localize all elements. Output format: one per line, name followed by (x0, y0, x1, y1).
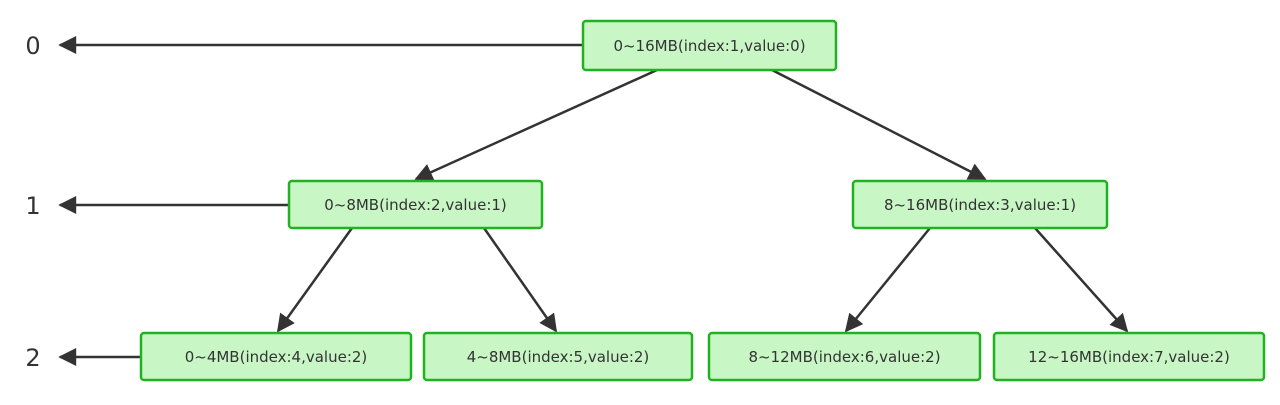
node-label: 8~12MB(index:6,value:2) (748, 348, 940, 366)
tree-node-5: 4~8MB(index:5,value:2) (422, 331, 694, 382)
edge-1-to-3 (771, 68, 987, 181)
node-label: 8~16MB(index:3,value:1) (884, 196, 1076, 214)
level-2-label: 2 (25, 344, 40, 372)
tree-node-7: 12~16MB(index:7,value:2) (992, 331, 1266, 382)
edge-2-to-5 (482, 227, 558, 333)
level-1-label: 1 (25, 192, 40, 220)
tree-node-1: 0~16MB(index:1,value:0) (581, 19, 838, 72)
edge-3-to-6 (844, 227, 931, 333)
level-0-label: 0 (25, 32, 40, 60)
edge-1-to-2 (414, 68, 658, 181)
node-label: 0~4MB(index:4,value:2) (185, 348, 368, 366)
tree-node-2: 0~8MB(index:2,value:1) (287, 179, 544, 230)
tree-node-3: 8~16MB(index:3,value:1) (851, 179, 1109, 230)
edge-3-to-7 (1034, 227, 1129, 333)
edge-2-to-4 (276, 227, 354, 333)
tree-node-4: 0~4MB(index:4,value:2) (139, 331, 413, 382)
node-label: 0~8MB(index:2,value:1) (324, 196, 507, 214)
node-label: 12~16MB(index:7,value:2) (1028, 348, 1230, 366)
node-label: 4~8MB(index:5,value:2) (467, 348, 650, 366)
tree-node-6: 8~12MB(index:6,value:2) (707, 331, 982, 382)
node-label: 0~16MB(index:1,value:0) (613, 37, 805, 55)
